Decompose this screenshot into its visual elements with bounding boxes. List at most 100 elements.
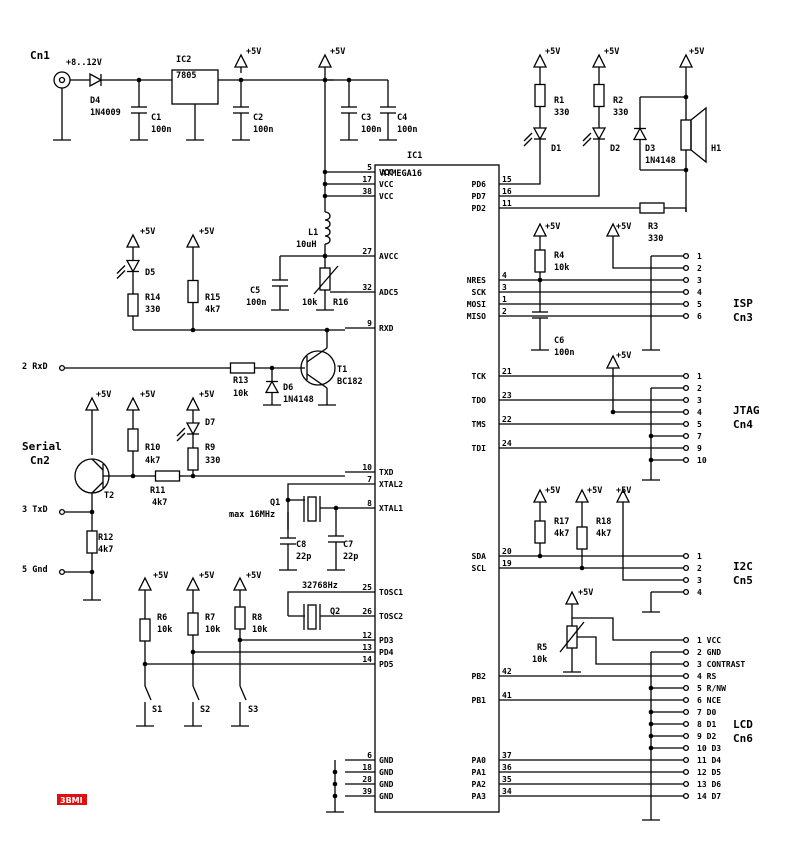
ic1-pin-number: 24 [502, 439, 512, 448]
junction-dot [322, 77, 328, 83]
led-arrow [523, 137, 533, 147]
vcc-symbol [185, 233, 201, 248]
r8-value: 10k [252, 625, 267, 635]
cn1-voltage: +8..12V [66, 58, 102, 68]
junction-dot [332, 793, 338, 799]
switch-lever [144, 685, 152, 701]
r9-label: R9 [205, 443, 215, 453]
components [53, 53, 707, 821]
vcc-label: +5V [578, 588, 593, 598]
junction-dot [190, 649, 196, 655]
terminal [682, 768, 690, 776]
vcc-label: +5V [199, 227, 214, 237]
ic1-pin-name: VCC [379, 180, 394, 189]
cn1-label: Cn1 [30, 49, 50, 62]
junction-dot [322, 169, 328, 175]
jtag-label: JTAG [733, 404, 760, 417]
ic1-pin-name: PD5 [379, 660, 394, 669]
ic1-pin-name: RXD [379, 324, 394, 333]
cn3-label: Cn3 [733, 311, 753, 324]
switch-lever [192, 685, 200, 701]
c4-label: C4 [397, 113, 407, 123]
jtag-pin-number: 4 [697, 408, 702, 417]
led-arrow [116, 270, 126, 279]
lcd-pin-label: 3 CONTRAST [697, 660, 745, 669]
terminal [682, 576, 690, 584]
c4-value: 100n [397, 125, 417, 135]
vcc-label: +5V [604, 47, 619, 57]
terminal [58, 508, 66, 516]
junction-dot [333, 505, 339, 511]
buzzer-cone [690, 106, 707, 164]
r3-value: 330 [648, 234, 663, 244]
ic1-pin-name: SCK [472, 288, 487, 297]
r4-label: R4 [554, 251, 564, 261]
junction-dot [648, 433, 654, 439]
isp-pin-number: 2 [697, 264, 702, 273]
vcc-label: +5V [616, 486, 631, 496]
resistor-body [534, 83, 546, 108]
ic1-body [374, 164, 500, 813]
dc-jack-pin [58, 76, 66, 84]
ic1-pin-name: PB1 [472, 696, 487, 705]
ic1-pin-name: NRES [467, 276, 486, 285]
q1-label: Q1 [270, 498, 280, 508]
crystal-q1 [307, 496, 317, 522]
i2c-label: I2C [733, 560, 753, 573]
jtag-pin-number: 3 [697, 396, 702, 405]
ic1-pin-name: GND [379, 792, 394, 801]
vcc-label: +5V [616, 222, 631, 232]
q2-value: 32768Hz [302, 581, 338, 591]
vcc-symbol [564, 590, 580, 605]
rxd-label: 2 RxD [22, 362, 48, 372]
lcd-pin-label: 8 D1 [697, 720, 716, 729]
r16-value: 10k [302, 298, 317, 308]
jtag-pin-number: 5 [697, 420, 702, 429]
ic1-pin-number: 35 [502, 775, 512, 784]
c1-value: 100n [151, 125, 171, 135]
r18-label: R18 [596, 517, 611, 527]
resistor-body [534, 520, 546, 544]
switch-lever [239, 685, 247, 701]
junction-dots [89, 77, 689, 799]
ic1-pin-name: SDA [472, 552, 487, 561]
potentiometer-r5 [566, 625, 578, 649]
vcc-symbol [232, 576, 248, 591]
regulator-body [171, 69, 219, 105]
terminal [58, 364, 66, 372]
ic1-pin-name: TDO [472, 396, 487, 405]
wire [529, 150, 600, 197]
isp-label: ISP [733, 297, 753, 310]
lcd-pin-label: 13 D6 [697, 780, 721, 789]
vcc-label: +5V [545, 222, 560, 232]
junction-dot [648, 721, 654, 727]
wires [61, 67, 687, 820]
lcd-pin-label: 1 VCC [697, 636, 721, 645]
terminal [682, 300, 690, 308]
junction-dot [324, 327, 330, 333]
ic1-pin-number: 42 [502, 667, 512, 676]
transistor-t1 [300, 350, 336, 386]
ic1-pin-number: 37 [502, 751, 512, 760]
lcd-pin-label: 9 D2 [697, 732, 716, 741]
ic1-pin-number: 38 [362, 187, 372, 196]
r4-value: 10k [554, 263, 569, 273]
r17-label: R17 [554, 517, 569, 527]
junction-dot [579, 565, 585, 571]
ic1-pin-name: AVCC [379, 252, 398, 261]
diode-body [185, 422, 201, 436]
isp-pin-number: 4 [697, 288, 702, 297]
ic1-pin-number: 19 [502, 559, 512, 568]
l1-value: 10uH [296, 240, 316, 250]
i2c-pin-number: 1 [697, 552, 702, 561]
vcc-label: +5V [246, 47, 261, 57]
isp-pin-number: 5 [697, 300, 702, 309]
ic1-pin-number: 22 [502, 415, 512, 424]
lcd-pin-label: 11 D4 [697, 756, 721, 765]
ic1-pin-number: 3 [502, 283, 507, 292]
ic1-pin-number: 8 [367, 499, 372, 508]
jtag-pin-number: 9 [697, 444, 702, 453]
ic1-pin-name: PD4 [379, 648, 394, 657]
vcc-symbol [574, 488, 590, 503]
